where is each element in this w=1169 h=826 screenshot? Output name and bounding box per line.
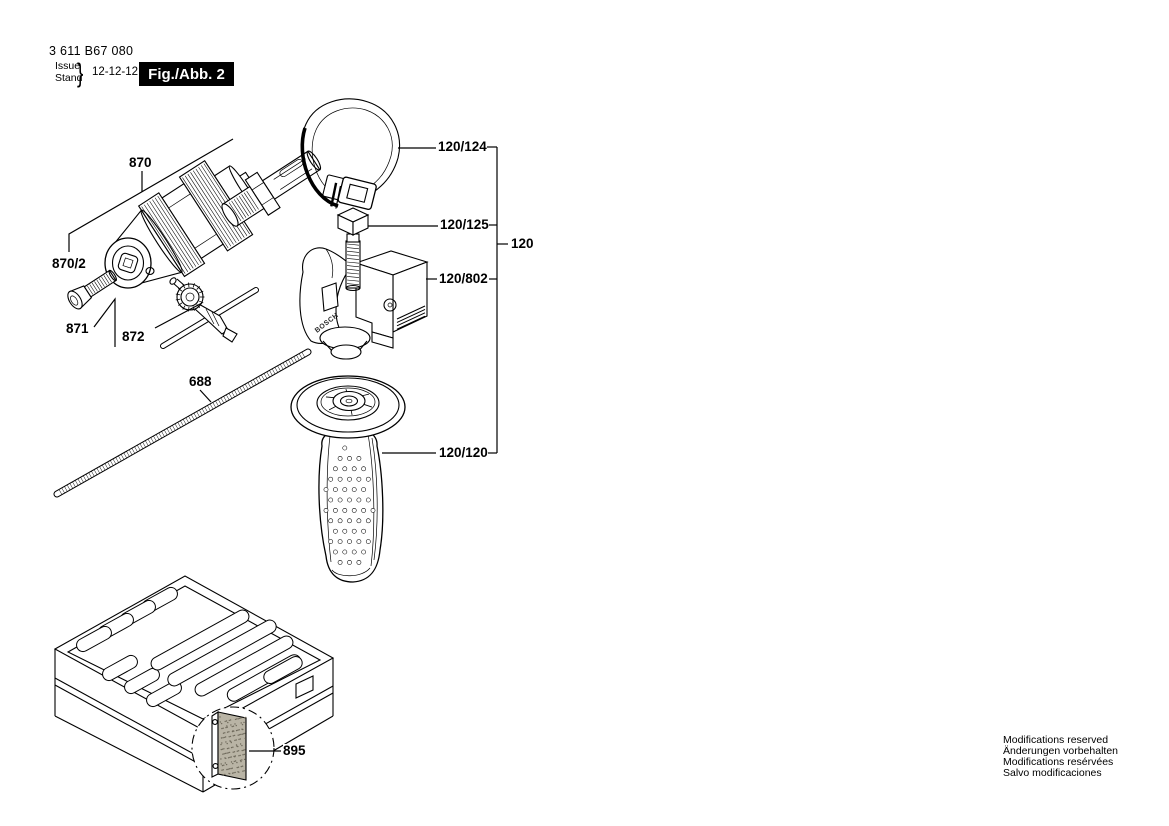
chuck-knurling <box>141 163 250 274</box>
band-buckle <box>322 174 377 211</box>
handle-grip <box>318 427 384 583</box>
figure-label: Fig./Abb. 2 <box>148 65 225 83</box>
notice-line-es: Salvo modificaciones <box>1003 767 1102 779</box>
callout-872: 872 <box>122 329 145 344</box>
case-lid-ribs <box>76 586 303 708</box>
callout-120-120: 120/120 <box>439 445 488 460</box>
callout-120: 120 <box>511 236 534 251</box>
carrying-case <box>53 575 335 793</box>
bracket-870 <box>68 138 234 252</box>
modifications-notice: Modifications reserved Änderungen vorbeh… <box>1003 735 1118 779</box>
grip-hatch-lines <box>396 305 426 330</box>
issue-label-line2: Stand <box>55 71 83 84</box>
depth-rod <box>53 348 312 498</box>
callout-120-124: 120/124 <box>438 139 487 154</box>
flange-spokes <box>325 388 373 415</box>
callout-688: 688 <box>189 374 212 389</box>
issue-date: 12-12-12 <box>92 66 139 78</box>
handle-bolt <box>336 207 370 292</box>
handle-flange <box>290 375 406 439</box>
grip-dimples <box>323 445 376 565</box>
callout-870: 870 <box>129 155 152 170</box>
bracket-871 <box>93 297 116 347</box>
callout-120-125: 120/125 <box>440 217 489 232</box>
callout-895: 895 <box>283 743 306 758</box>
notice-line-en: Modifications reserved <box>1003 734 1109 746</box>
notice-line-de: Änderungen vorbehalten <box>1003 745 1119 757</box>
callout-870-2: 870/2 <box>52 256 86 271</box>
pad-stipple <box>219 716 247 776</box>
callout-120-802: 120/802 <box>439 271 488 286</box>
case-latch <box>295 675 314 699</box>
drill-chuck <box>104 159 260 289</box>
issue-brace: } <box>77 58 84 88</box>
issue-label-line1: Issue <box>55 60 81 72</box>
chuck-key <box>169 277 238 343</box>
leader-688 <box>199 389 212 403</box>
screw-threads <box>87 273 112 295</box>
document-number: 3 611 B67 080 <box>49 44 134 58</box>
rod-serrations <box>58 351 306 495</box>
callout-871: 871 <box>66 321 89 336</box>
bolt-threads <box>346 243 360 286</box>
issue-label: Issue Stand <box>55 60 83 84</box>
clamp-body: BOSCH <box>299 247 429 360</box>
chuck-screw <box>67 269 117 310</box>
figure-label-box: Fig./Abb. 2 <box>139 62 234 86</box>
notice-line-fr: Modifications resérvées <box>1003 756 1114 768</box>
clamp-band <box>300 98 400 211</box>
detail-circle <box>191 706 275 790</box>
leader-872 <box>154 302 203 329</box>
